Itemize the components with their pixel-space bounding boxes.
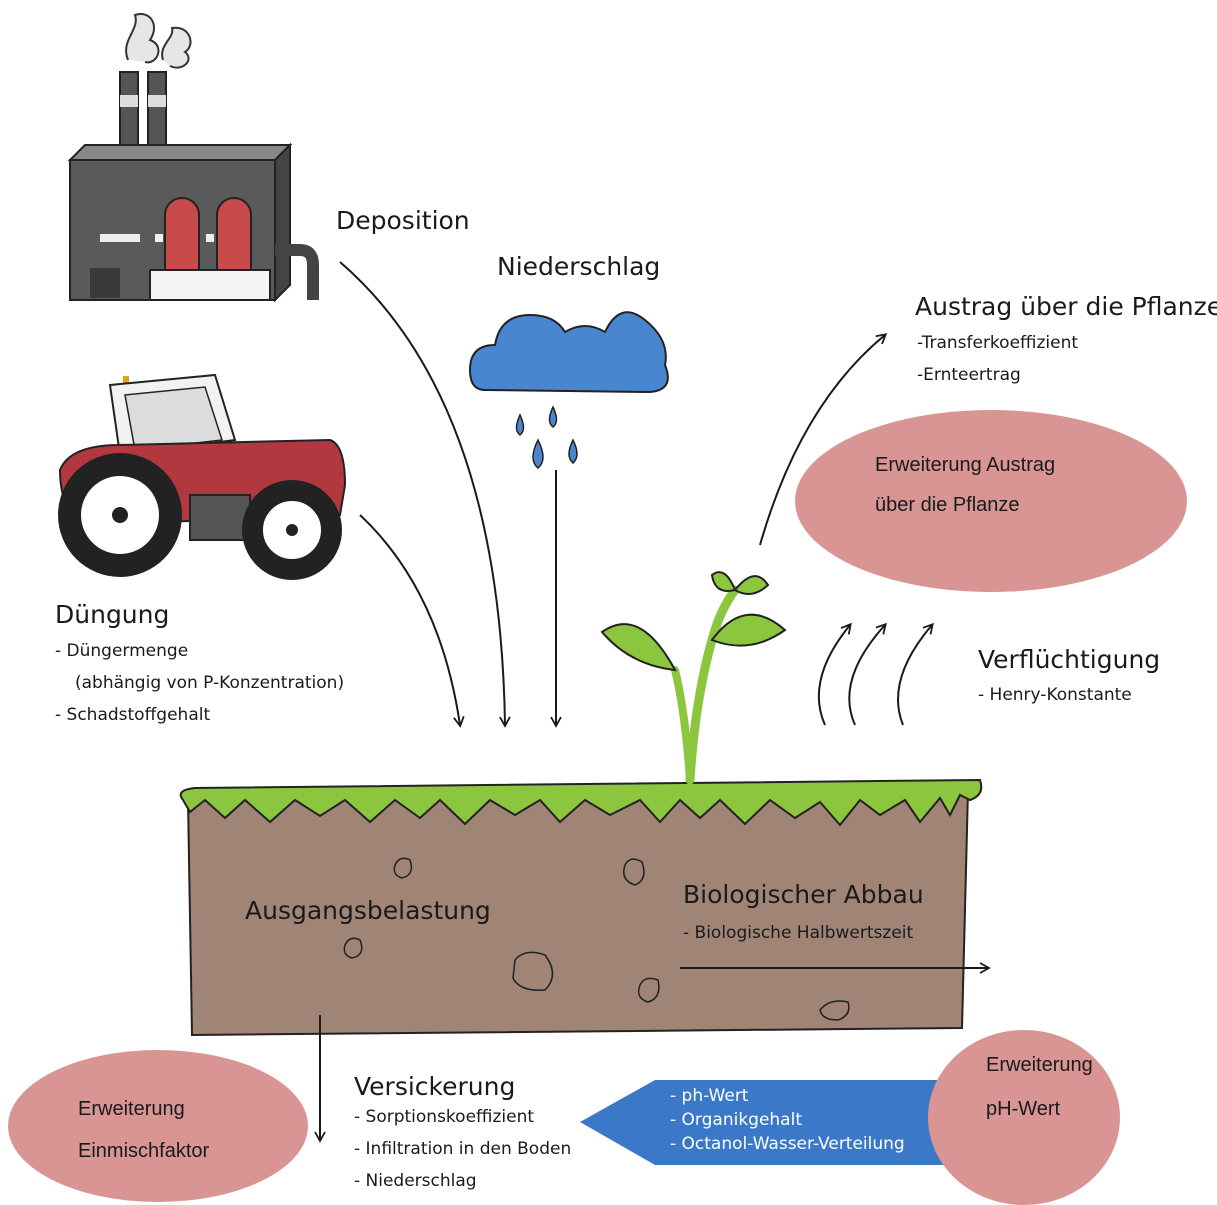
versickerung-item: - Niederschlag [354,1171,477,1191]
verfluechtigung-item: - Henry-Konstante [978,685,1132,705]
extension-austrag-ellipse: Erweiterung Austrag über die Pflanze [795,410,1187,592]
niederschlag-label: Niederschlag [497,252,661,281]
austrag-title: Austrag über die Pflanze [915,292,1217,321]
plant-icon [600,571,787,785]
factory-icon [67,13,319,303]
versickerung-item: - Infiltration in den Boden [354,1139,572,1159]
soil-block-icon [179,778,983,1037]
abbau-item: - Biologische Halbwertszeit [683,923,914,943]
verfluechtigung-title: Verflüchtigung [978,645,1161,674]
tractor-icon [58,373,347,580]
banner-item: - Organikgehalt [670,1110,802,1130]
extension-ph-ellipse: Erweiterung pH-Wert [928,1030,1120,1205]
extension-einmisch-line: Einmischfaktor [78,1140,210,1162]
abbau-title: Biologischer Abbau [683,880,924,909]
banner-item: - Octanol-Wasser-Verteilung [670,1134,905,1154]
volatilization-arrows-icon [817,622,934,726]
extension-ph-line: Erweiterung [986,1054,1093,1076]
extension-einmisch-ellipse: Erweiterung Einmischfaktor [8,1050,308,1202]
extension-ph-line: pH-Wert [986,1098,1061,1120]
austrag-item: -Transferkoeffizient [917,333,1079,353]
duengung-item: (abhängig von P-Konzentration) [75,673,345,693]
austrag-item: -Ernteertrag [917,365,1021,385]
banner-item: - ph-Wert [670,1086,749,1106]
duengung-item: - Schadstoffgehalt [55,705,211,725]
duengung-title: Düngung [55,600,170,629]
extension-einmisch-line: Erweiterung [78,1098,185,1120]
duengung-item: - Düngermenge [55,641,189,661]
versickerung-title: Versickerung [354,1072,516,1101]
deposition-label: Deposition [336,206,470,235]
flow-arrows [314,261,991,1143]
extension-austrag-line: über die Pflanze [875,494,1020,516]
parameter-banner-shape [580,1080,965,1165]
extension-austrag-line: Erweiterung Austrag [875,454,1056,476]
versickerung-item: - Sorptionskoeffizient [354,1107,535,1127]
rain-cloud-icon [468,311,669,469]
ausgangsbelastung-label: Ausgangsbelastung [245,896,491,925]
